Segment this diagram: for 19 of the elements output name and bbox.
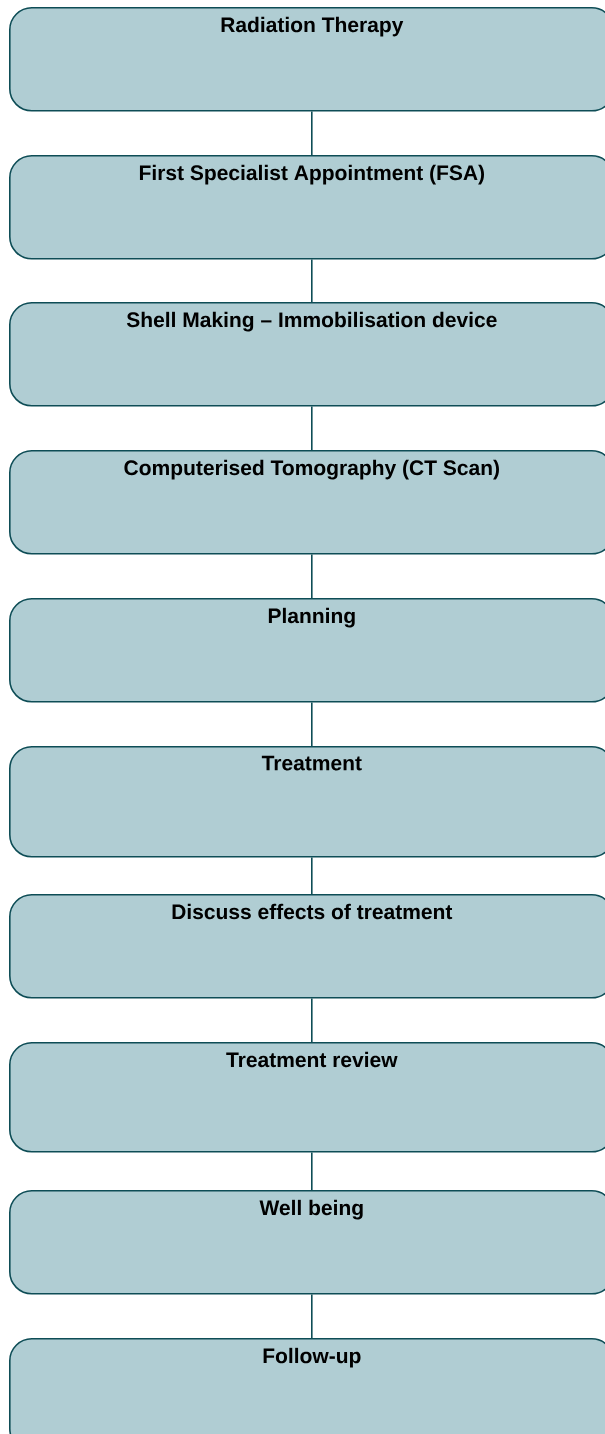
process-box: Follow-up [9,1338,605,1434]
process-box: Planning [9,598,605,703]
connector-line [311,997,313,1043]
connector-line [311,1151,313,1191]
process-box: Treatment [9,746,605,858]
connector-line [311,701,313,747]
process-box: Shell Making – Immobilisation device [9,302,605,407]
process-box: Computerised Tomography (CT Scan) [9,450,605,555]
connector-line [311,258,313,303]
connector-line [311,405,313,451]
connector-line [311,856,313,895]
process-box: Radiation Therapy [9,7,605,112]
process-box: First Specialist Appointment (FSA) [9,155,605,260]
connector-line [311,553,313,599]
connector-line [311,110,313,156]
process-box: Discuss effects of treatment [9,894,605,999]
connector-line [311,1293,313,1339]
process-box: Treatment review [9,1042,605,1153]
process-box: Well being [9,1190,605,1295]
